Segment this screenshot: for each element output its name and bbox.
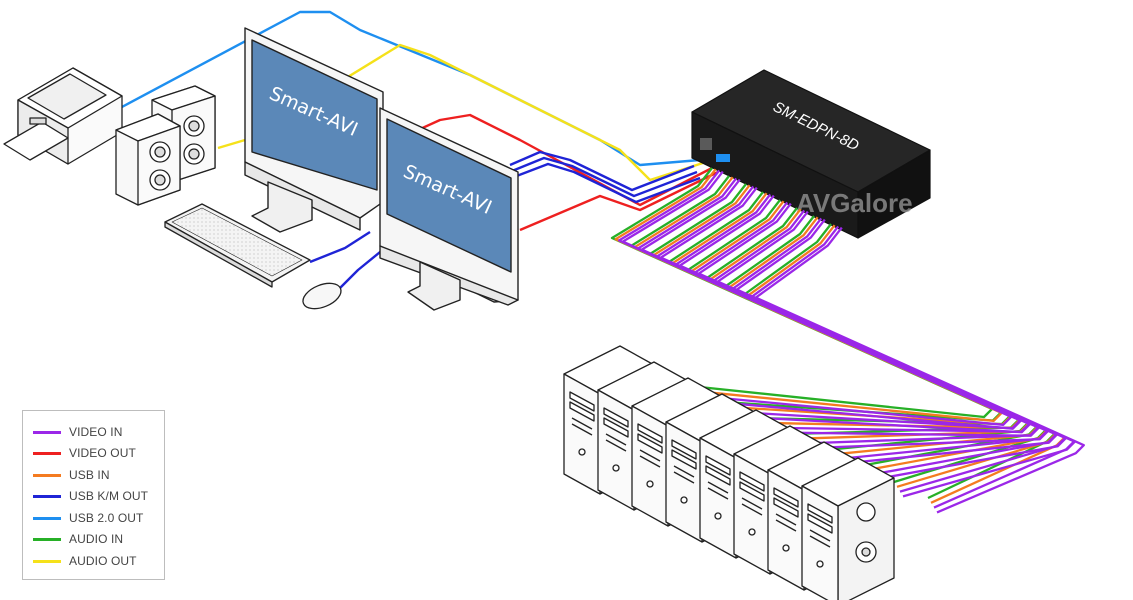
legend-swatch [33,451,61,455]
keyboard-icon [164,203,311,288]
legend-item-usb-in: USB IN [33,466,110,484]
legend-item-usb20-out: USB 2.0 OUT [33,509,143,527]
monitor-2-screen [386,118,512,273]
monitor-1-screen [251,39,378,191]
speakers-icon [115,85,216,206]
cable-legend: VIDEO IN VIDEO OUT USB IN USB K/M OUT US… [22,410,165,580]
legend-label: USB K/M OUT [69,489,149,503]
legend-label: AUDIO OUT [69,554,137,568]
legend-swatch [33,473,61,477]
legend-label: VIDEO OUT [69,446,136,460]
monitor-icon [379,107,519,311]
usb-km-out-cable-2 [511,156,698,198]
legend-item-audio-in: AUDIO IN [33,530,123,548]
mouse-cable [337,247,386,291]
legend-label: AUDIO IN [69,532,124,546]
monitor-icon [244,27,384,233]
printer-icon [3,67,123,165]
video-out-cable-monitor-1 [384,113,713,207]
computer-towers [563,345,895,600]
legend-swatch [33,537,61,541]
legend-swatch [33,494,61,498]
kvm-switch-icon [691,69,931,239]
usb-km-out-cable-1 [509,150,695,192]
mouse-icon [302,282,342,310]
legend-label: VIDEO IN [69,425,123,439]
legend-item-video-in: VIDEO IN [33,423,122,441]
tower-cable [621,170,1022,430]
legend-item-video-out: VIDEO OUT [33,444,136,462]
usb20-out-cable-printer [119,10,701,167]
legend-swatch [33,516,61,520]
legend-item-audio-out: AUDIO OUT [33,552,137,570]
keyboard-cable [309,230,371,264]
legend-item-usb-km-out: USB K/M OUT [33,487,148,505]
watermark: AVGalore [796,188,913,218]
computer-tower-icon [801,457,895,600]
downstream-cables [610,167,1085,514]
usb-km-out-cable-3 [513,162,701,204]
legend-swatch [33,559,61,563]
video-out-cable-monitor-2 [519,170,719,232]
legend-swatch [33,430,61,434]
legend-label: USB IN [69,468,110,482]
legend-label: USB 2.0 OUT [69,511,144,525]
